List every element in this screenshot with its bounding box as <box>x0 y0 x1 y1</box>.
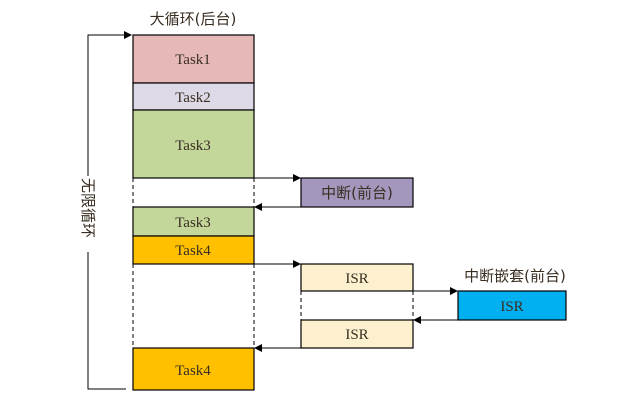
label-isr-nested: ISR <box>500 299 523 315</box>
flow-arrows <box>254 174 458 352</box>
block-isr <box>300 263 414 292</box>
label-isr-resume: ISR <box>345 327 368 343</box>
label-interrupt: 中断(前台) <box>321 184 393 202</box>
block-task2 <box>132 82 255 111</box>
block-interrupt <box>300 177 414 208</box>
loop-label: 无限循环 <box>79 178 97 238</box>
idle-gaps <box>132 178 414 348</box>
block-task3-resume <box>132 206 255 237</box>
label-nested-interrupt: 中断嵌套(前台) <box>464 267 566 285</box>
label-task4-resume: Task4 <box>175 363 211 379</box>
title-background-loop: 大循环(后台) <box>150 10 237 28</box>
block-task1 <box>132 34 255 84</box>
block-isr-resume <box>300 319 414 349</box>
label-task2: Task2 <box>175 90 211 106</box>
block-task3 <box>132 109 255 179</box>
loop-bracket <box>87 31 132 390</box>
block-isr-nested <box>457 290 567 321</box>
label-task4: Task4 <box>175 243 211 259</box>
label-isr: ISR <box>345 271 368 287</box>
label-task3-resume: Task3 <box>175 215 211 231</box>
block-task4 <box>132 235 255 265</box>
block-task4-resume <box>132 347 255 391</box>
label-task1: Task1 <box>175 52 211 68</box>
label-task3: Task3 <box>175 138 211 154</box>
